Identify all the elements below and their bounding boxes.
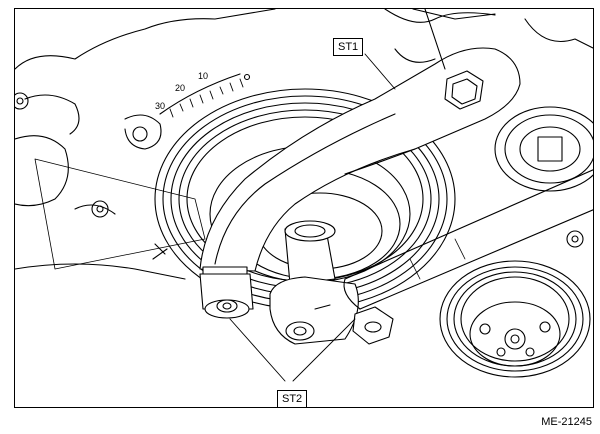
engine-block xyxy=(15,9,593,280)
scale-label-30: 30 xyxy=(155,101,165,111)
figure-id: ME-21245 xyxy=(541,416,592,428)
st2-long-bar xyxy=(343,169,593,310)
callout-st1: ST1 xyxy=(333,38,364,56)
callout-leaders xyxy=(229,53,396,382)
scale-label-10: 10 xyxy=(198,71,208,81)
scale-label-20: 20 xyxy=(175,83,185,93)
crank-pulley-tool-drawing: 10 20 30 xyxy=(15,9,593,382)
right-pulleys xyxy=(439,106,593,378)
callout-st2: ST2 xyxy=(277,390,308,407)
illustration-frame: 10 20 30 xyxy=(14,8,594,408)
st2-sockets xyxy=(199,220,394,345)
timing-scale: 10 20 30 xyxy=(155,71,251,118)
st1-holder-arm xyxy=(199,9,521,272)
